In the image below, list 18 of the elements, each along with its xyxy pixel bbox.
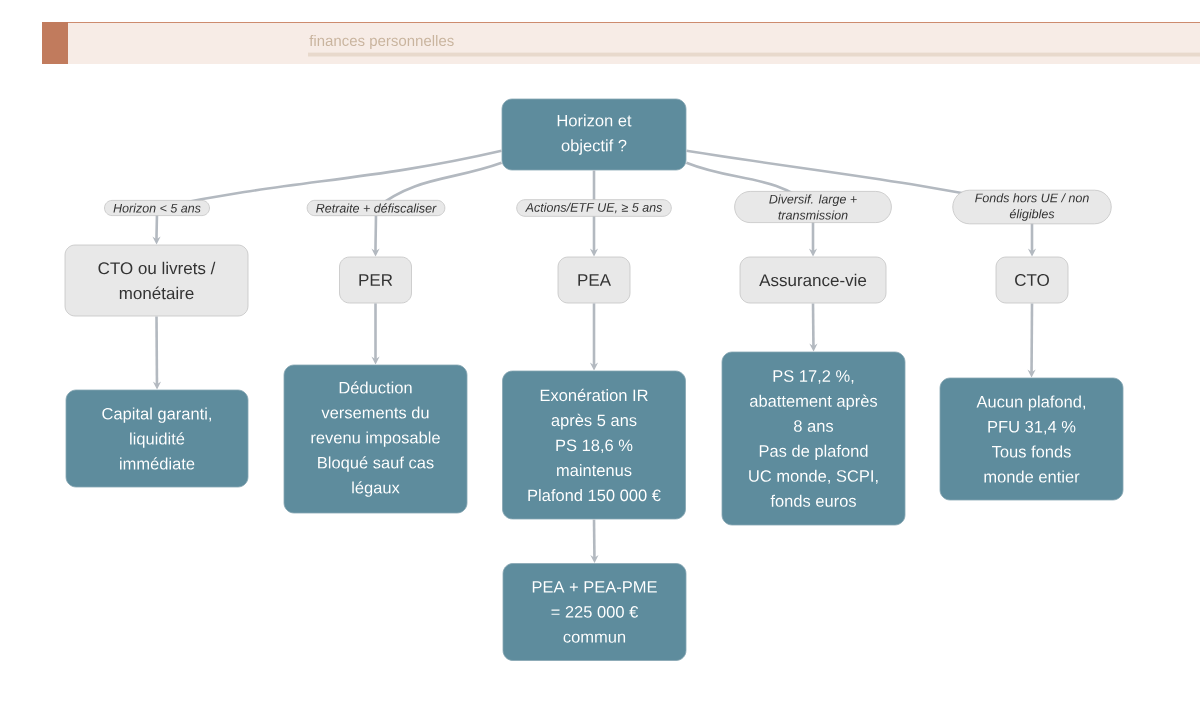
info-box: PS 17,2 %, abattement après 8 ans Pas de plafond UC monde, SCPI, fonds euros [721, 351, 906, 526]
option-box: CTO ou livrets / monétaire [64, 244, 249, 317]
info-box: Aucun plafond, PFU 31,4 % Tous fonds monde entier [939, 377, 1124, 501]
info-box: Déduction versements du revenu imposable Bloqué sauf cas légaux [283, 364, 468, 514]
edge-label: Retraite + défiscaliser [306, 199, 446, 217]
edge-label: Fonds hors UE / non éligibles [952, 189, 1112, 225]
edge-label: Diversif. large + transmission [734, 191, 892, 223]
option-box: Assurance-vie [739, 256, 887, 304]
edge-label: Horizon < 5 ans [104, 200, 210, 216]
info-box: Exonération IR après 5 ans PS 18,6 % maintenus Plafond 150 000 € [502, 370, 686, 520]
option-box: CTO [995, 256, 1069, 304]
tagline: finances personnelles [309, 35, 454, 49]
option-box: PEA [557, 256, 631, 304]
option-box: PER [339, 256, 412, 304]
question-box: Horizon et objectif ? [501, 98, 687, 171]
edge-label: Actions/ETF UE, ≥ 5 ans [516, 199, 672, 217]
info-box: Capital garanti, liquidité immédiate [65, 389, 249, 488]
info-box: PEA + PEA-PME = 225 000 € commun [502, 563, 687, 661]
